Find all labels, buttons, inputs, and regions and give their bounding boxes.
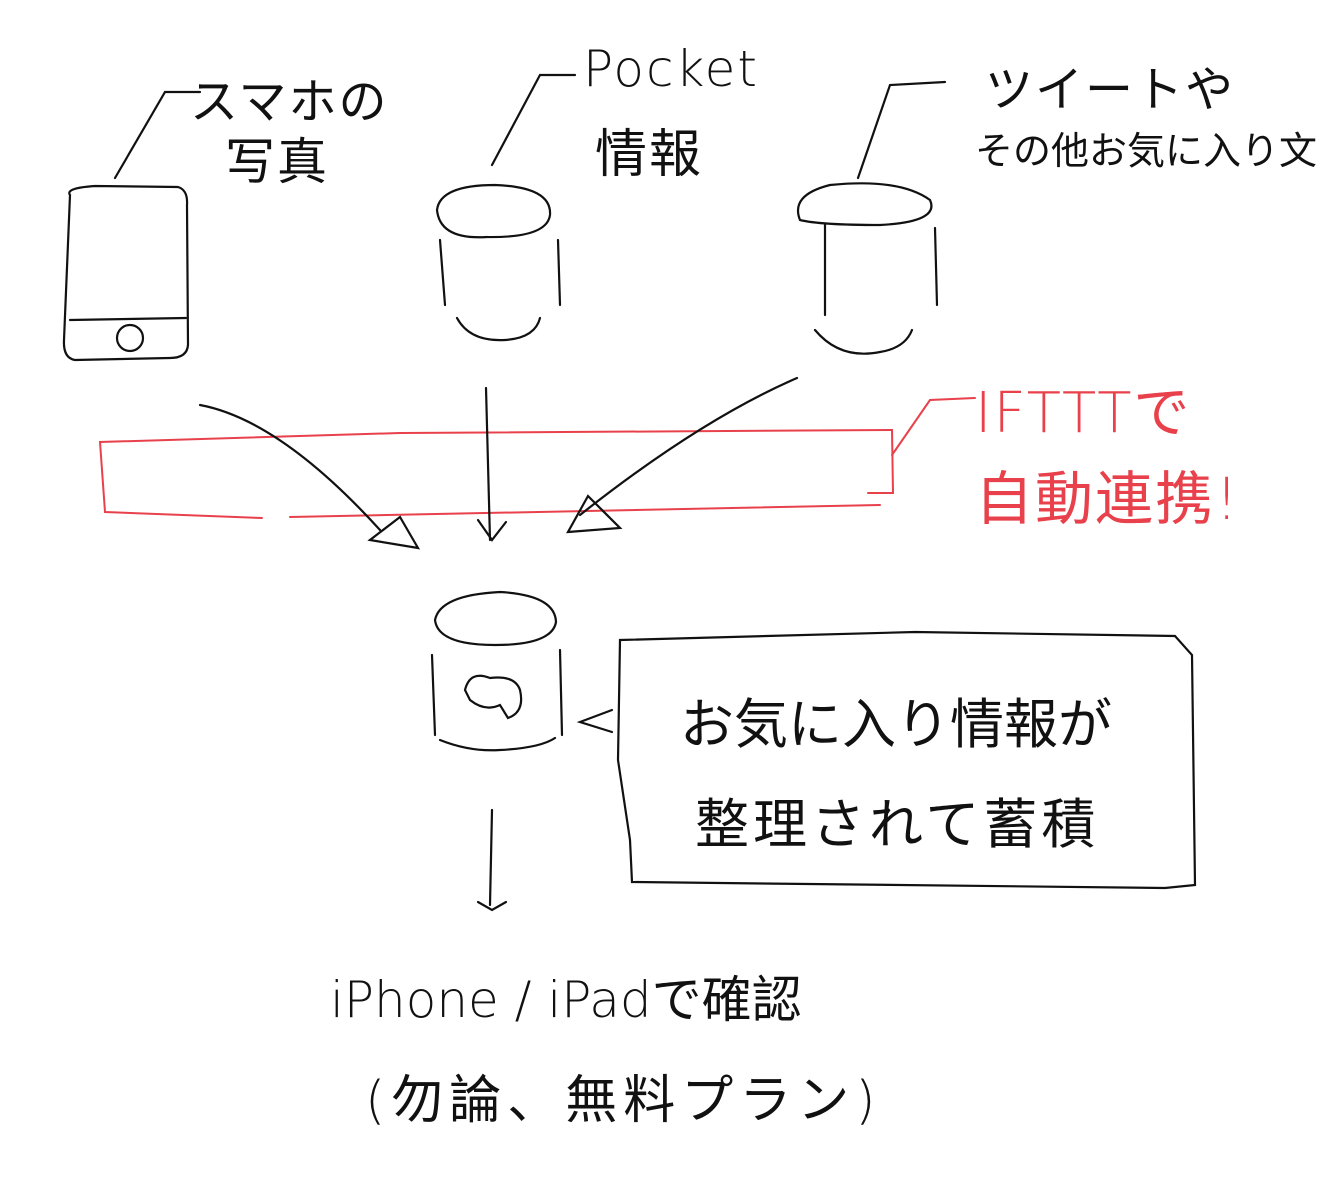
phone-label-line2: 写真	[225, 133, 329, 191]
arrows-to-evernote	[198, 376, 799, 550]
output-line1: iPhone / iPadで確認	[330, 971, 802, 1029]
output-line2: (勿論、無料プラン)	[365, 1071, 882, 1131]
smartphone-icon	[62, 184, 190, 362]
storage-note-line2: 整理されて蓄積	[695, 793, 1100, 856]
leader-line-tweet	[856, 80, 947, 180]
tweet-label-line1: ツイートや	[985, 62, 1236, 118]
tweet-database-icon	[797, 182, 939, 355]
leader-line-pocket	[490, 73, 577, 167]
phone-label-line1: スマホの	[190, 74, 389, 130]
storage-note-box	[616, 630, 1197, 890]
tweet-label-line2: その他お気に入り文	[975, 129, 1318, 173]
pocket-label-line1: Pocket	[583, 40, 759, 98]
ifttt-note-line1: IFTTTで	[975, 381, 1192, 446]
pocket-database-icon	[435, 183, 562, 342]
ifttt-box	[98, 397, 976, 519]
evernote-database-icon	[430, 590, 564, 752]
leader-line-phone	[113, 90, 202, 180]
pocket-label-line2: 情報	[595, 125, 704, 185]
evernote-elephant-icon	[463, 674, 523, 720]
storage-note-line1: お気に入り情報が	[680, 693, 1112, 756]
down-arrow	[488, 808, 494, 907]
less-than-arrow	[576, 708, 614, 734]
ifttt-note-line2: 自動連携!	[975, 465, 1241, 533]
